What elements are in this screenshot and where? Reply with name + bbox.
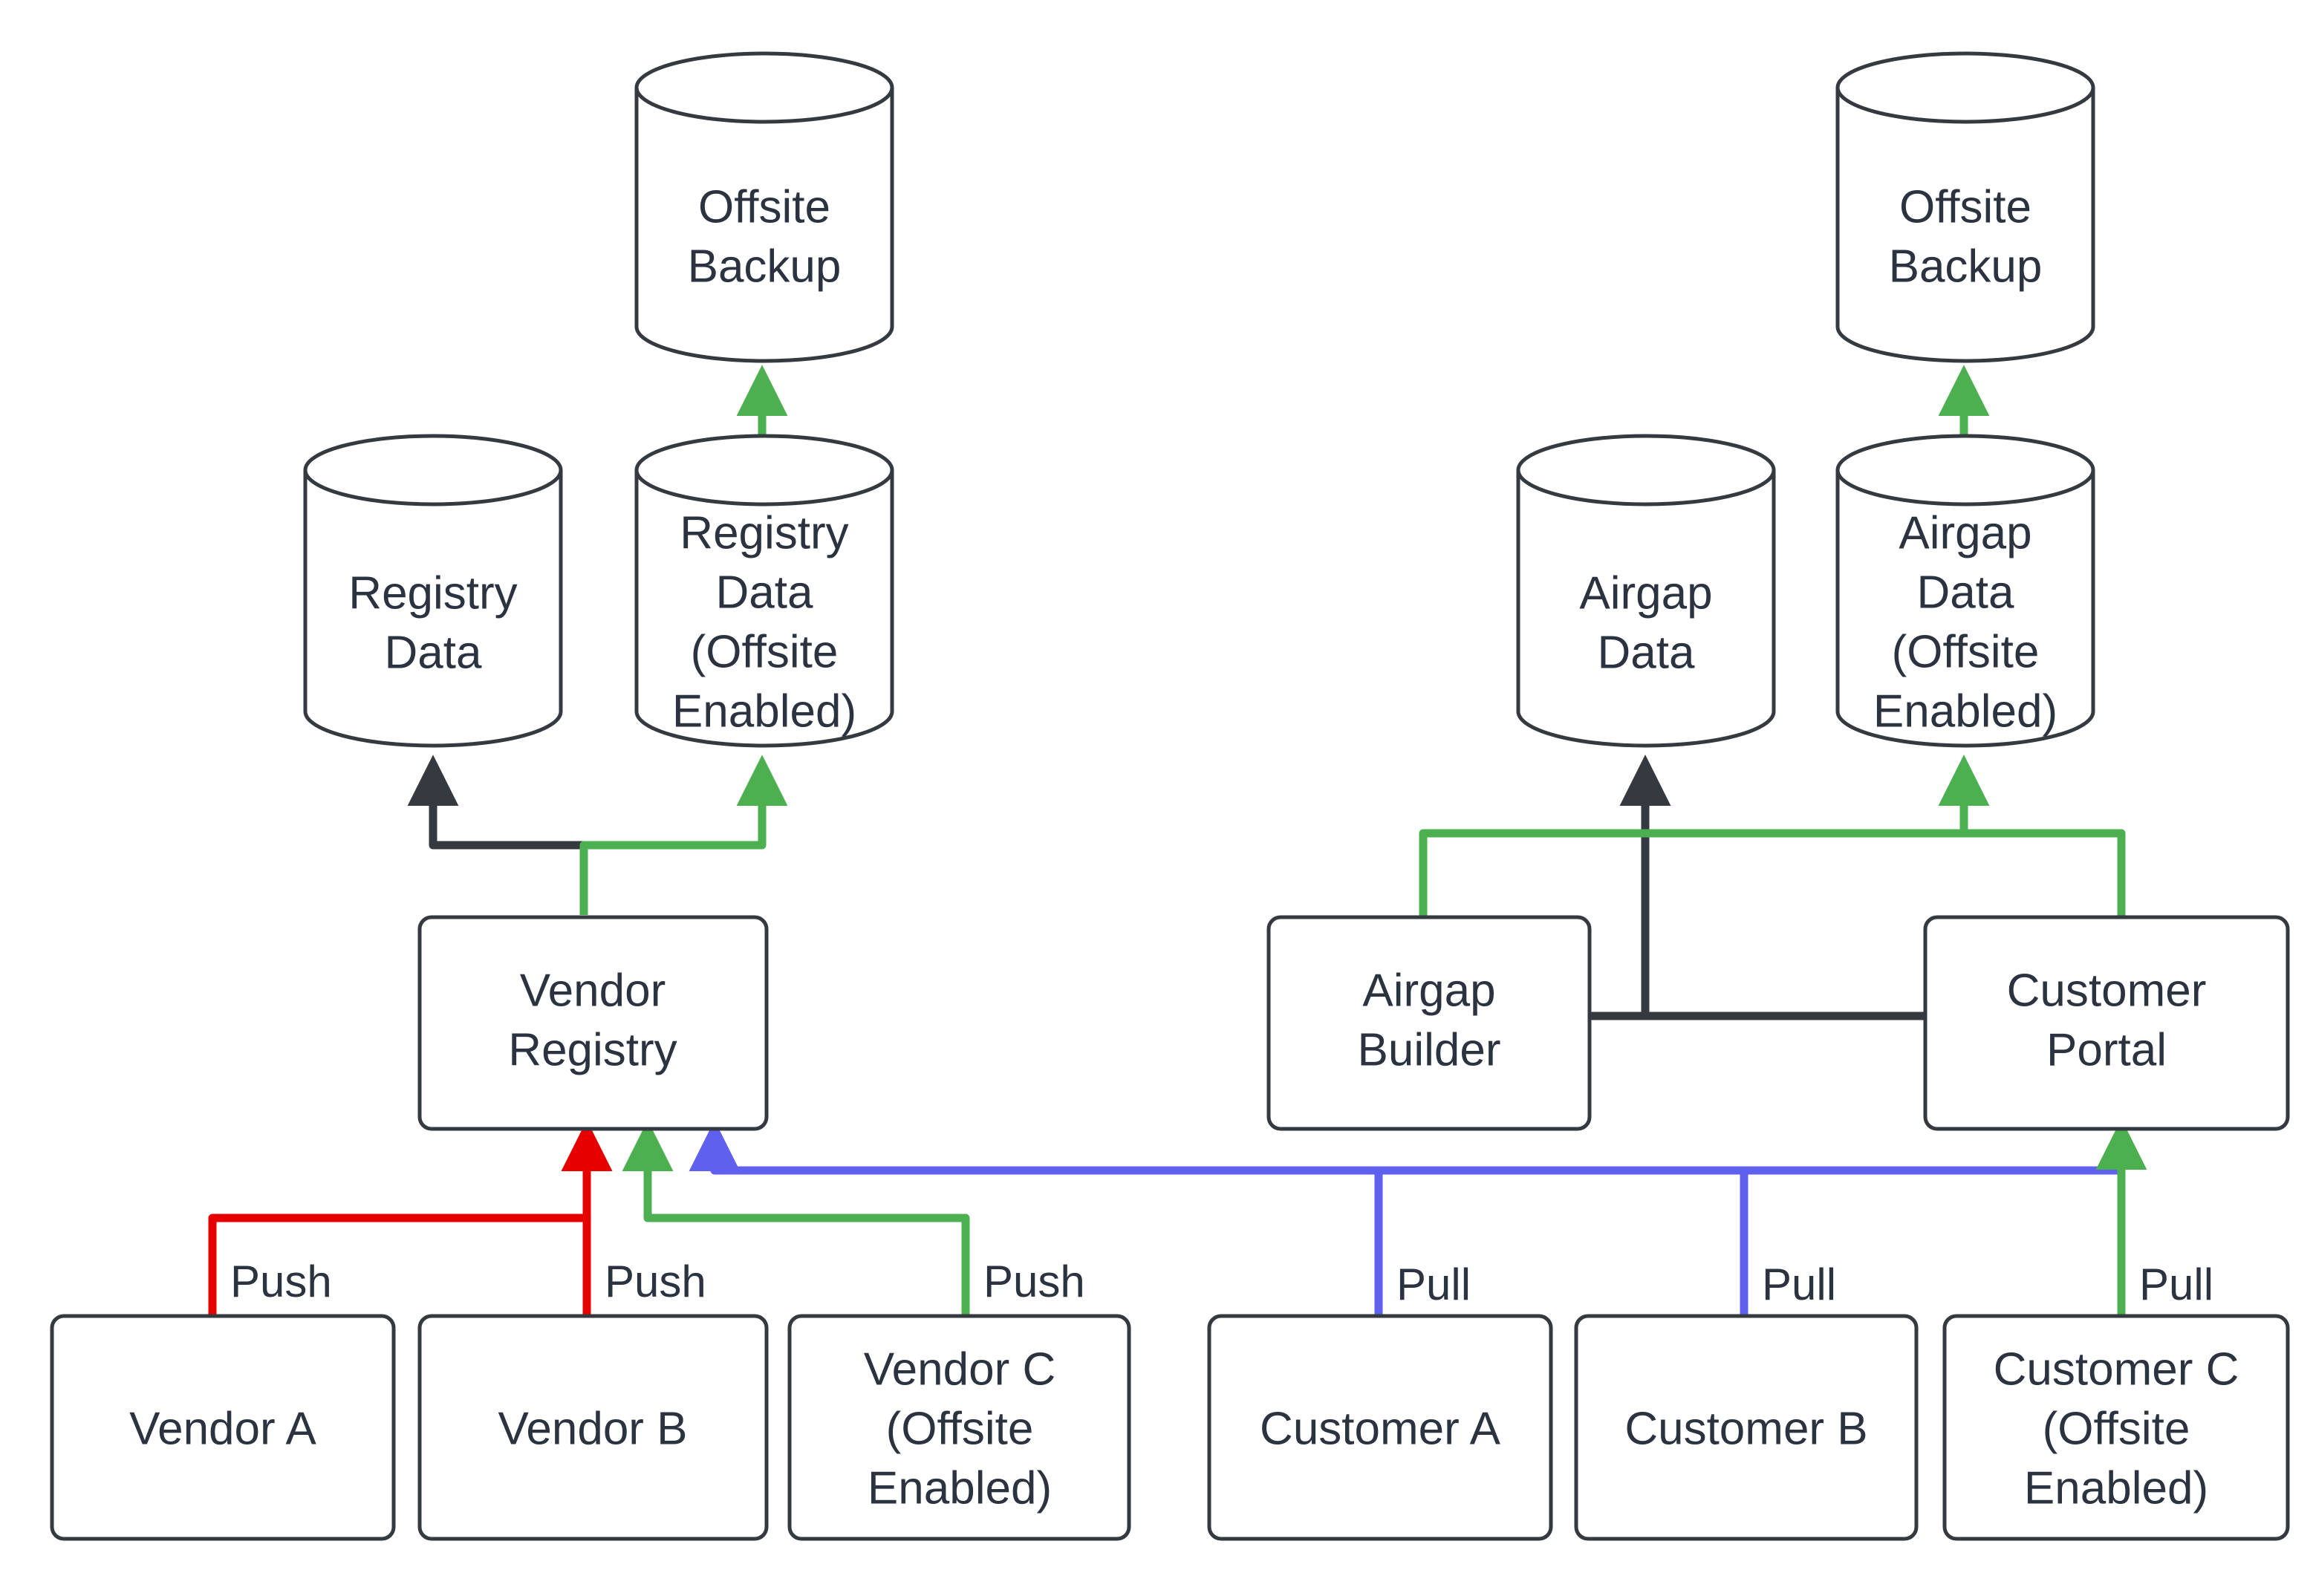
customer-portal-line1: Customer [2007, 965, 2207, 1016]
edge-label-pull-customer-a: Pull [1396, 1260, 1471, 1309]
airgap-data-offsite-line3: (Offsite [1892, 626, 2040, 677]
registry-data-offsite-line1: Registry [680, 507, 848, 558]
airgap-data-offsite-line1: Airgap [1899, 507, 2031, 558]
node-airgap-data[interactable]: Airgap Data [1516, 434, 1776, 748]
vendor-a-label: Vendor A [129, 1403, 316, 1454]
customer-c-line2: (Offsite [2043, 1403, 2190, 1454]
customer-c-line1: Customer C [1994, 1343, 2239, 1395]
node-customer-c[interactable]: Customer C (Offsite Enabled) [1942, 1314, 2290, 1541]
customer-c-line3: Enabled) [2024, 1462, 2208, 1514]
node-registry-data-offsite[interactable]: Registry Data (Offsite Enabled) [634, 434, 894, 748]
edge-label-pull-customer-b: Pull [1762, 1260, 1836, 1309]
airgap-data-line2: Data [1598, 627, 1695, 678]
node-vendor-b[interactable]: Vendor B [417, 1314, 769, 1541]
airgap-data-line1: Airgap [1579, 567, 1712, 619]
airgap-data-offsite-line4: Enabled) [1873, 685, 2057, 737]
airgap-builder-line1: Airgap [1362, 965, 1495, 1016]
customer-portal-line2: Portal [2046, 1024, 2167, 1075]
node-vendor-a[interactable]: Vendor A [50, 1314, 396, 1541]
node-offsite-backup-right[interactable]: Offsite Backup [1835, 51, 2095, 363]
airgap-builder-line2: Builder [1358, 1024, 1501, 1075]
vendor-registry-line2: Registry [508, 1024, 677, 1075]
node-customer-b[interactable]: Customer B [1574, 1314, 1919, 1541]
offsite-backup-left-line1: Offsite [698, 181, 830, 232]
edge-label-pull-customer-c: Pull [2139, 1260, 2213, 1309]
node-airgap-builder[interactable]: Airgap Builder [1266, 915, 1592, 1131]
edge-customer-portal-to-airgap-data-offsite [1938, 755, 2126, 917]
vendor-c-line1: Vendor C [864, 1343, 1056, 1395]
node-vendor-registry[interactable]: Vendor Registry [417, 915, 769, 1131]
offsite-backup-left-line2: Backup [688, 241, 842, 292]
node-customer-portal[interactable]: Customer Portal [1923, 915, 2290, 1131]
edge-vendor-registry-to-registry-data-offsite [579, 755, 788, 915]
offsite-backup-right-line2: Backup [1889, 241, 2043, 292]
edge-label-push-vendor-a: Push [230, 1257, 332, 1306]
customer-a-label: Customer A [1260, 1403, 1501, 1454]
edge-customer-portal-to-airgap-data [1619, 755, 1927, 1020]
airgap-data-offsite-line2: Data [1917, 567, 2014, 618]
registry-data-offsite-line3: (Offsite [691, 626, 839, 677]
registry-data-line1: Registry [348, 567, 517, 619]
edge-airgap-builder-to-airgap-data [1588, 755, 1671, 1020]
vendor-c-line2: (Offsite [886, 1403, 1034, 1454]
node-vendor-c[interactable]: Vendor C (Offsite Enabled) [787, 1314, 1131, 1541]
edge-airgap-builder-to-airgap-data-offsite [1419, 755, 1990, 917]
edge-vendor-registry-to-registry-data [407, 755, 588, 915]
node-registry-data[interactable]: Registry Data [303, 434, 563, 748]
edge-customer-portal-to-vendor-registry [689, 1120, 2121, 1175]
vendor-registry-line1: Vendor [520, 965, 666, 1016]
node-customer-a[interactable]: Customer A [1207, 1314, 1553, 1541]
customer-b-label: Customer B [1624, 1403, 1867, 1454]
registry-data-line2: Data [385, 627, 482, 678]
registry-data-offsite-line2: Data [716, 567, 813, 618]
offsite-backup-right-line1: Offsite [1899, 181, 2031, 232]
node-offsite-backup-left[interactable]: Offsite Backup [634, 51, 894, 363]
edge-vendor-c-push [622, 1120, 970, 1316]
registry-data-offsite-line4: Enabled) [672, 685, 856, 737]
node-airgap-data-offsite[interactable]: Airgap Data (Offsite Enabled) [1835, 434, 2095, 748]
edge-label-push-vendor-c: Push [983, 1257, 1085, 1306]
vendor-c-line3: Enabled) [868, 1462, 1052, 1514]
edge-label-push-vendor-b: Push [605, 1257, 706, 1306]
vendor-b-label: Vendor B [498, 1403, 687, 1454]
